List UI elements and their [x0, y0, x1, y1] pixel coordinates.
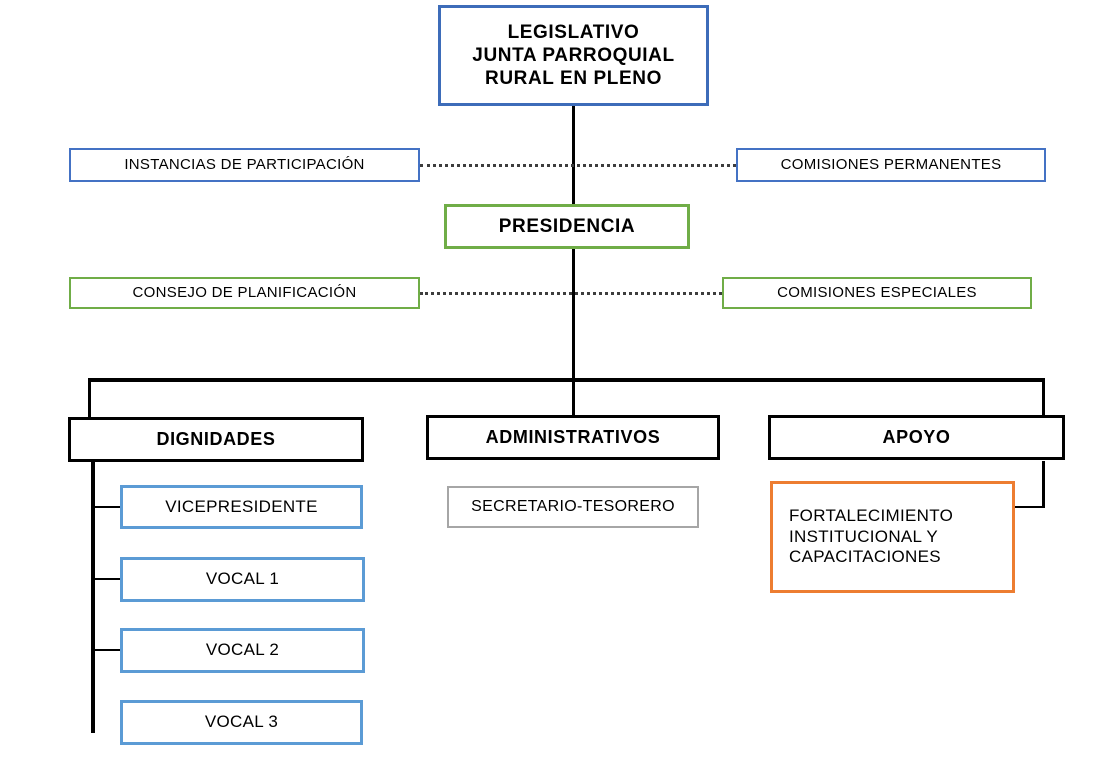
connector-bus-to-apoyo [1042, 378, 1045, 415]
node-instancias-participacion-label: INSTANCIAS DE PARTICIPACIÓN [124, 155, 365, 173]
connector-main-bus [88, 378, 1045, 382]
connector-bus-to-administrativos [572, 378, 575, 415]
node-administrativos[interactable]: ADMINISTRATIVOS [426, 415, 720, 460]
node-consejo-planificacion[interactable]: CONSEJO DE PLANIFICACIÓN [69, 277, 420, 309]
connector-presidencia-bus [572, 249, 575, 380]
node-vocal-2[interactable]: VOCAL 2 [120, 628, 365, 673]
node-vocal-3[interactable]: VOCAL 3 [120, 700, 363, 745]
node-apoyo-label: APOYO [882, 426, 951, 447]
node-dignidades[interactable]: DIGNIDADES [68, 417, 364, 462]
node-vicepresidente[interactable]: VICEPRESIDENTE [120, 485, 363, 529]
node-dignidades-label: DIGNIDADES [156, 428, 276, 449]
node-vocal-1-label: VOCAL 1 [205, 569, 280, 589]
node-secretario-tesorero[interactable]: SECRETARIO-TESORERO [447, 486, 699, 528]
node-comisiones-especiales-label: COMISIONES ESPECIALES [777, 283, 977, 301]
node-comisiones-permanentes[interactable]: COMISIONES PERMANENTES [736, 148, 1046, 182]
node-vocal-2-label: VOCAL 2 [205, 640, 280, 660]
node-legislativo-label: LEGISLATIVO JUNTA PARROQUIAL RURAL EN PL… [472, 21, 675, 90]
node-vocal-3-label: VOCAL 3 [204, 712, 279, 732]
node-vocal-1[interactable]: VOCAL 1 [120, 557, 365, 602]
connector-bus-to-dignidades [88, 378, 91, 418]
connector-spine-to-vocal-2 [91, 649, 123, 651]
connector-dignidades-spine [91, 461, 95, 733]
connector-spine-to-vocal-1 [91, 578, 123, 580]
node-consejo-planificacion-label: CONSEJO DE PLANIFICACIÓN [132, 283, 357, 301]
connector-legislativo-presidencia [572, 106, 575, 204]
node-fortalecimiento-label: FORTALECIMIENTO INSTITUCIONAL Y CAPACITA… [789, 505, 954, 567]
connector-dotted-row-1 [420, 164, 736, 167]
connector-dotted-row-2 [420, 292, 722, 295]
node-apoyo[interactable]: APOYO [768, 415, 1065, 460]
node-instancias-participacion[interactable]: INSTANCIAS DE PARTICIPACIÓN [69, 148, 420, 182]
connector-apoyo-drop [1042, 461, 1045, 508]
node-presidencia[interactable]: PRESIDENCIA [444, 204, 690, 249]
connector-apoyo-elbow [1014, 506, 1045, 508]
connector-spine-to-vicepresidente [91, 506, 123, 508]
node-comisiones-especiales[interactable]: COMISIONES ESPECIALES [722, 277, 1032, 309]
node-presidencia-label: PRESIDENCIA [498, 215, 636, 237]
node-secretario-tesorero-label: SECRETARIO-TESORERO [471, 498, 675, 516]
node-administrativos-label: ADMINISTRATIVOS [485, 426, 661, 447]
node-comisiones-permanentes-label: COMISIONES PERMANENTES [780, 155, 1002, 173]
node-fortalecimiento[interactable]: FORTALECIMIENTO INSTITUCIONAL Y CAPACITA… [770, 481, 1015, 593]
node-legislativo[interactable]: LEGISLATIVO JUNTA PARROQUIAL RURAL EN PL… [438, 5, 709, 106]
node-vicepresidente-label: VICEPRESIDENTE [165, 496, 318, 516]
